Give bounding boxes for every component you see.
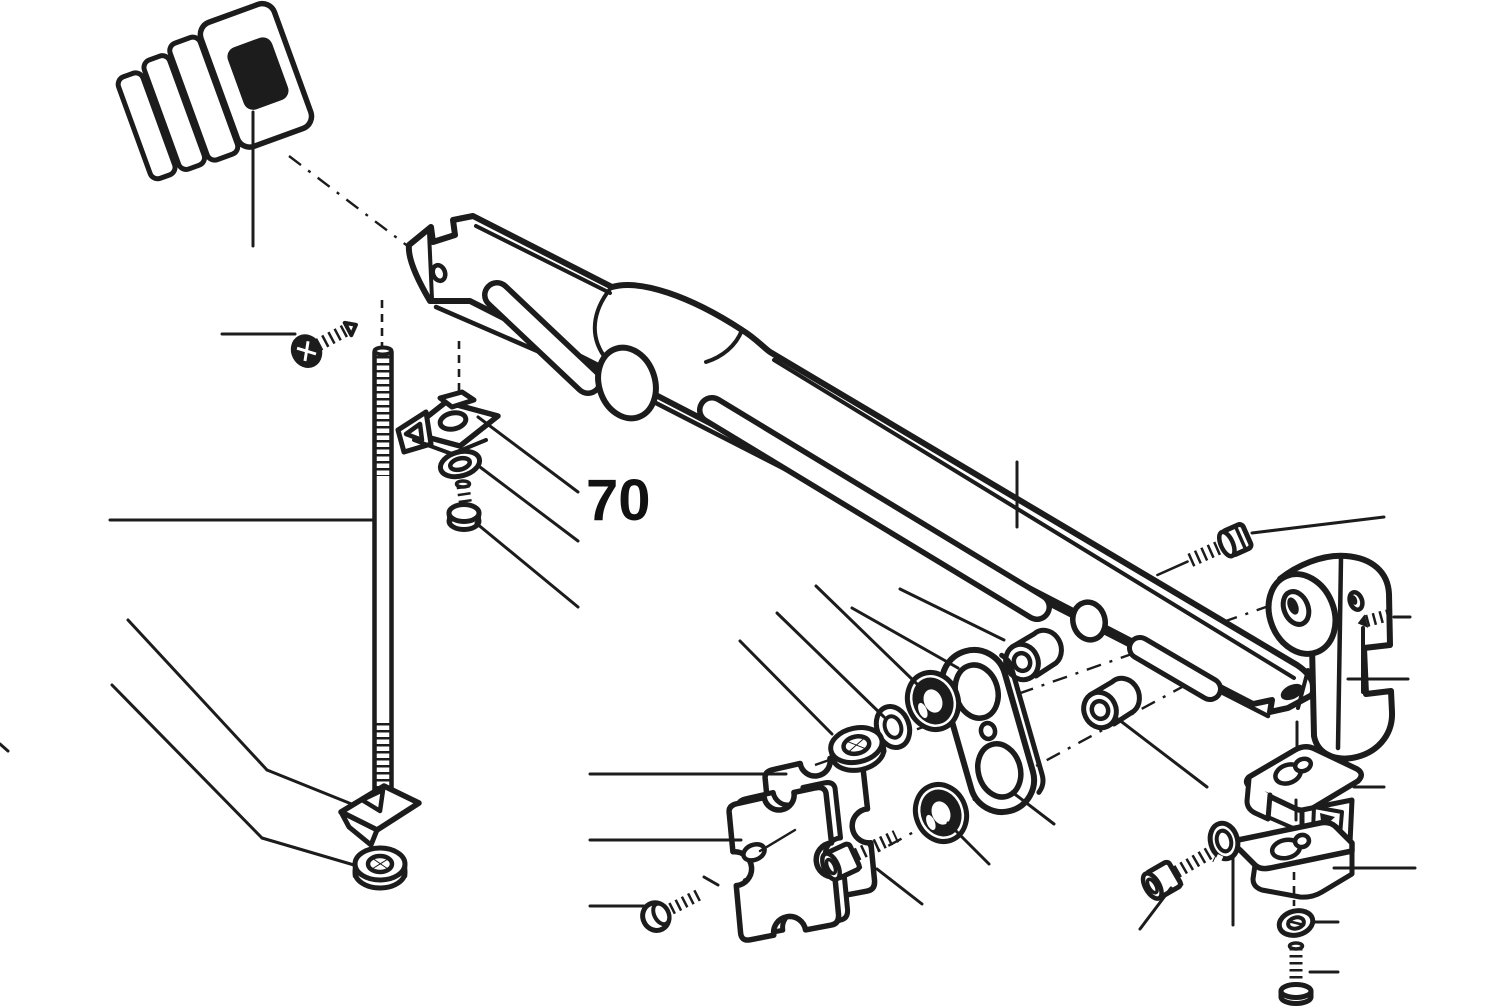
hex-bolt-leader: [1250, 515, 1386, 535]
hex-nut-center: [738, 639, 887, 773]
socket-head-screw-center-leader: [875, 867, 924, 906]
flanged-bushing-upper: [814, 584, 962, 732]
tapping-screw: [220, 320, 358, 368]
arm-slot-3: [1127, 635, 1223, 702]
small-screw-leader: [474, 521, 580, 609]
link-plate-leader-bottom: [1010, 790, 1056, 826]
clip-nut-leader: [476, 415, 580, 494]
pan-head-screw: [588, 888, 705, 933]
clamp-plate-front: [588, 780, 851, 943]
center-washer-leader: [775, 611, 886, 719]
hex-nut-left: [110, 683, 408, 891]
center-washer: [775, 611, 913, 750]
small-washer: [437, 448, 580, 543]
flanged-bushing-lower: [912, 782, 991, 866]
main-arm: [405, 213, 1317, 719]
wedge-clip-leader-b: [265, 768, 366, 811]
shaft-clamp-bracket: [1265, 552, 1410, 762]
flanged-bushing-upper-leader: [814, 584, 919, 686]
lock-washer: [1207, 820, 1241, 927]
socket-head-screw-right-leader: [1138, 886, 1173, 931]
arm-boss-hole: [595, 344, 659, 422]
stud-screw: [1278, 941, 1340, 1006]
pad-black-insert: [227, 37, 289, 110]
small-screw: [446, 479, 580, 609]
hex-nut-center-leader: [738, 639, 834, 736]
spacer-bushing-top: [898, 587, 1064, 683]
hex-nut-left-leader-b: [260, 836, 356, 867]
spacer-bushing-top-leader: [898, 587, 1006, 642]
wedge-clip: [126, 618, 422, 848]
set-screw: [1357, 608, 1412, 628]
flanged-bushing-lower-leader: [946, 821, 991, 866]
link-plate-leader-top: [850, 606, 960, 670]
spacer-bushing-right-leader: [1116, 717, 1209, 789]
threaded-rod: [108, 345, 394, 803]
arm-slot-1: [482, 280, 603, 396]
hex-bolt: [1156, 515, 1386, 577]
callout-70: 70: [586, 468, 651, 533]
socket-head-screw-center: [820, 830, 924, 906]
wedge-clip-leader-a: [126, 618, 269, 772]
clip-nut: [395, 389, 580, 494]
small-washer-leader: [478, 465, 580, 543]
damper-pad-stack: [115, 0, 315, 248]
hex-nut-left-leader-a: [110, 683, 264, 840]
flat-washer: [1276, 872, 1340, 938]
arm-end-hole: [430, 262, 448, 284]
arm-end-pivot-hole: [1280, 683, 1304, 701]
spacer-bushing-right: [1081, 675, 1209, 789]
arm-round-hole: [1070, 599, 1108, 643]
socket-head-screw-right: [1138, 845, 1217, 931]
arm-slot-2: [697, 395, 1052, 622]
